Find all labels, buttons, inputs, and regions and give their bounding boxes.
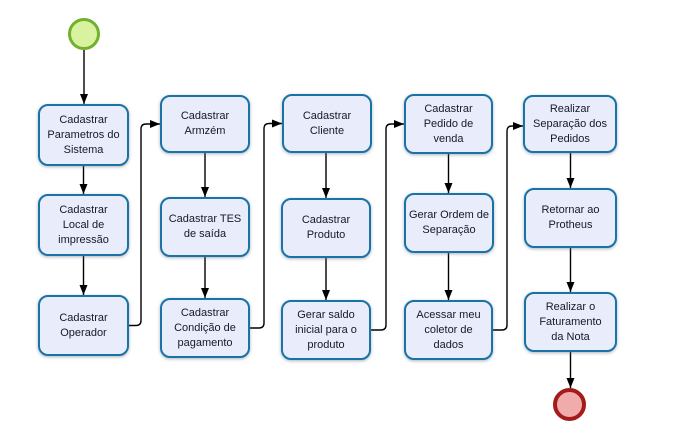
node-label: Cadastrar Armzém bbox=[180, 110, 230, 137]
node-cadastrar-armzem: Cadastrar Armzém bbox=[160, 95, 250, 153]
node-label: Acessar meu coletor de dados bbox=[416, 308, 481, 351]
node-label: Cadastrar TES de saída bbox=[168, 213, 242, 240]
node-realizar-separacao-pedidos: Realizar Separação dos Pedidos bbox=[523, 95, 617, 153]
node-label: Realizar o Faturamento da Nota bbox=[539, 300, 602, 343]
node-label: Cadastrar Operador bbox=[59, 311, 108, 339]
node-cadastrar-condicao-pagamento: Cadastrar Condição de pagamento bbox=[160, 298, 250, 358]
node-gerar-ordem-separacao: Gerar Ordem de Separação bbox=[404, 193, 494, 253]
node-label: Cadastrar Produto bbox=[301, 214, 351, 241]
edge-coletor-to-separacao bbox=[493, 122, 523, 331]
node-label: Gerar Ordem de Separação bbox=[408, 209, 490, 236]
node-cadastrar-operador: Cadastrar Operador bbox=[38, 295, 129, 356]
node-label: Cadastrar Local de impressão bbox=[58, 203, 109, 246]
edge-condicao-to-cliente bbox=[250, 119, 282, 329]
node-label: Gerar saldo inicial para o produto bbox=[295, 308, 357, 351]
node-cadastrar-produto: Cadastrar Produto bbox=[281, 198, 371, 258]
start-node bbox=[68, 18, 100, 50]
node-label: Retornar ao Protheus bbox=[541, 204, 600, 231]
node-label: Cadastrar Parametros do Sistema bbox=[47, 113, 120, 156]
node-label: Realizar Separação dos Pedidos bbox=[533, 102, 607, 145]
node-label: Cadastrar Condição de pagamento bbox=[174, 306, 236, 349]
node-label: Cadastrar Cliente bbox=[302, 109, 352, 137]
edge-saldo-to-pedido bbox=[371, 120, 404, 331]
end-node bbox=[553, 388, 586, 421]
node-acessar-coletor-dados: Acessar meu coletor de dados bbox=[404, 300, 493, 360]
node-cadastrar-tes-saida: Cadastrar TES de saída bbox=[160, 197, 250, 257]
node-cadastrar-cliente: Cadastrar Cliente bbox=[282, 94, 372, 153]
edge-operador-to-armzem bbox=[129, 120, 160, 327]
node-gerar-saldo-inicial-produto: Gerar saldo inicial para o produto bbox=[281, 300, 371, 360]
node-cadastrar-local-impressao: Cadastrar Local de impressão bbox=[38, 194, 129, 256]
node-cadastrar-parametros-sistema: Cadastrar Parametros do Sistema bbox=[38, 104, 129, 166]
node-label: Cadastrar Pedido de venda bbox=[423, 102, 474, 145]
node-cadastrar-pedido-venda: Cadastrar Pedido de venda bbox=[404, 94, 493, 154]
node-retornar-protheus: Retornar ao Protheus bbox=[524, 188, 617, 248]
node-realizar-faturamento-nota: Realizar o Faturamento da Nota bbox=[524, 292, 617, 352]
